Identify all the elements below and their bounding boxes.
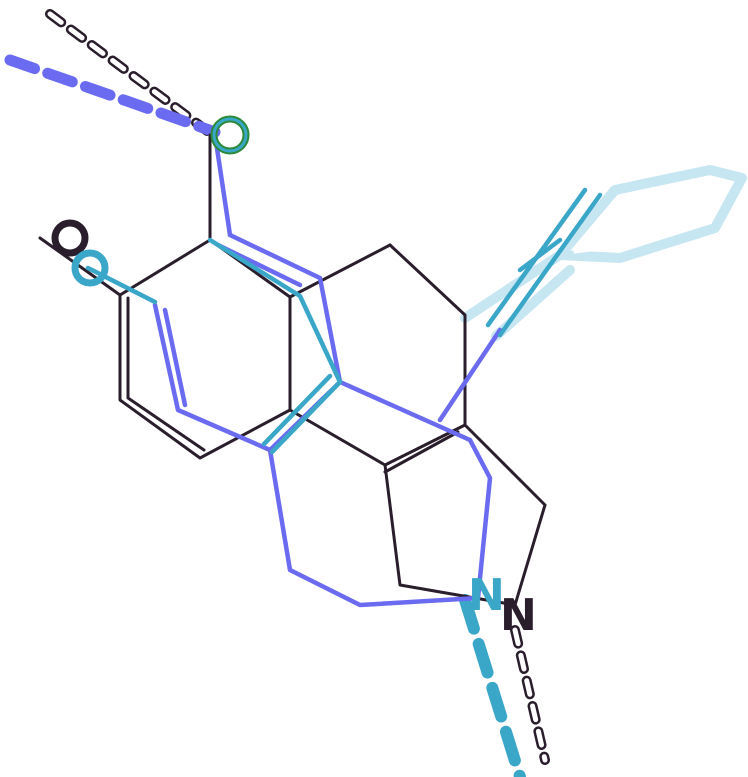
light-phenyl-ring [460,165,747,341]
cyan-skeleton [85,187,603,455]
nitrogen-label-cyan: N [468,570,505,621]
blue-skeleton [152,132,503,608]
oxygen-atom-top [210,115,250,155]
light-phenyl-ring-inner [573,184,724,254]
dark-skeleton [38,133,547,607]
nitrogen-label-dark: N [500,590,537,641]
oxygen-atom-left [51,219,109,287]
dashed-bonds [4,9,550,777]
